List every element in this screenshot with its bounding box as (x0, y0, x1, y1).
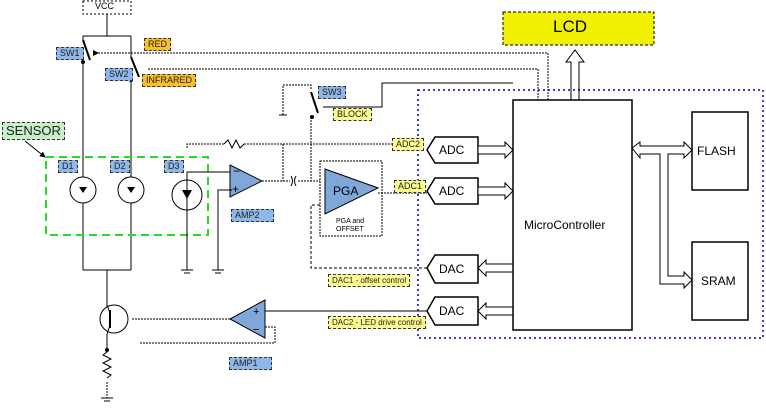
dac-top-block (426, 254, 479, 284)
adc-top-label: ADC (439, 143, 465, 157)
flash-box (691, 111, 749, 191)
adc1-label: ADC1 (394, 180, 427, 193)
sensor-label: SENSOR (2, 122, 65, 140)
infrared-label: INFRARED (142, 74, 197, 87)
sensor-region (45, 156, 209, 236)
sw2-switch (130, 56, 140, 78)
adc-bottom-label: ADC (439, 184, 465, 198)
amp2-label: AMP2 (231, 209, 274, 222)
pga-amplifier (324, 168, 380, 215)
sw2-label: SW2 (105, 68, 133, 81)
svg-text:+: + (232, 182, 239, 196)
flash-label: FLASH (697, 144, 736, 158)
dac2-label: DAC2 - LED drive control (328, 316, 426, 329)
amp2-opamp (229, 164, 264, 198)
sw3-label: SW3 (318, 86, 346, 99)
d2-label: D2 (110, 160, 130, 173)
amp1-label: AMP1 (229, 357, 272, 370)
dac1-label: DAC1 - offset control (328, 274, 411, 287)
photodiode-d2 (117, 176, 145, 204)
amp1-opamp (228, 299, 266, 339)
dac-top-label: DAC (439, 262, 465, 276)
d3-label: D3 (164, 160, 184, 173)
microcontroller-label: MicroController (524, 218, 606, 232)
vcc-label: VCC (95, 1, 115, 11)
pga-caption-2: OFFSET (336, 226, 364, 233)
block-label: BLOCK (333, 108, 372, 121)
d1-label: D1 (58, 160, 78, 173)
photodiode-d3 (171, 172, 203, 270)
lcd-box (502, 11, 655, 46)
dac-bottom-label: DAC (439, 304, 465, 318)
adc2-label: ADC2 (392, 138, 425, 151)
lcd-label: LCD (553, 17, 588, 36)
photodiode-d1 (69, 176, 97, 204)
mcu-region (417, 89, 764, 339)
sw1-label: SW1 (56, 47, 84, 60)
sw1-switch (82, 39, 91, 61)
svg-text:−: − (253, 324, 259, 336)
pga-label: PGA (333, 184, 359, 198)
sram-label: SRAM (701, 274, 736, 288)
microcontroller-box (512, 99, 633, 331)
pga-caption-1: PGA and (336, 218, 365, 225)
transistor (99, 304, 129, 334)
red-label: RED (144, 38, 172, 51)
sram-box (691, 241, 749, 321)
svg-text:+: + (253, 306, 259, 318)
svg-text:−: − (233, 164, 240, 178)
